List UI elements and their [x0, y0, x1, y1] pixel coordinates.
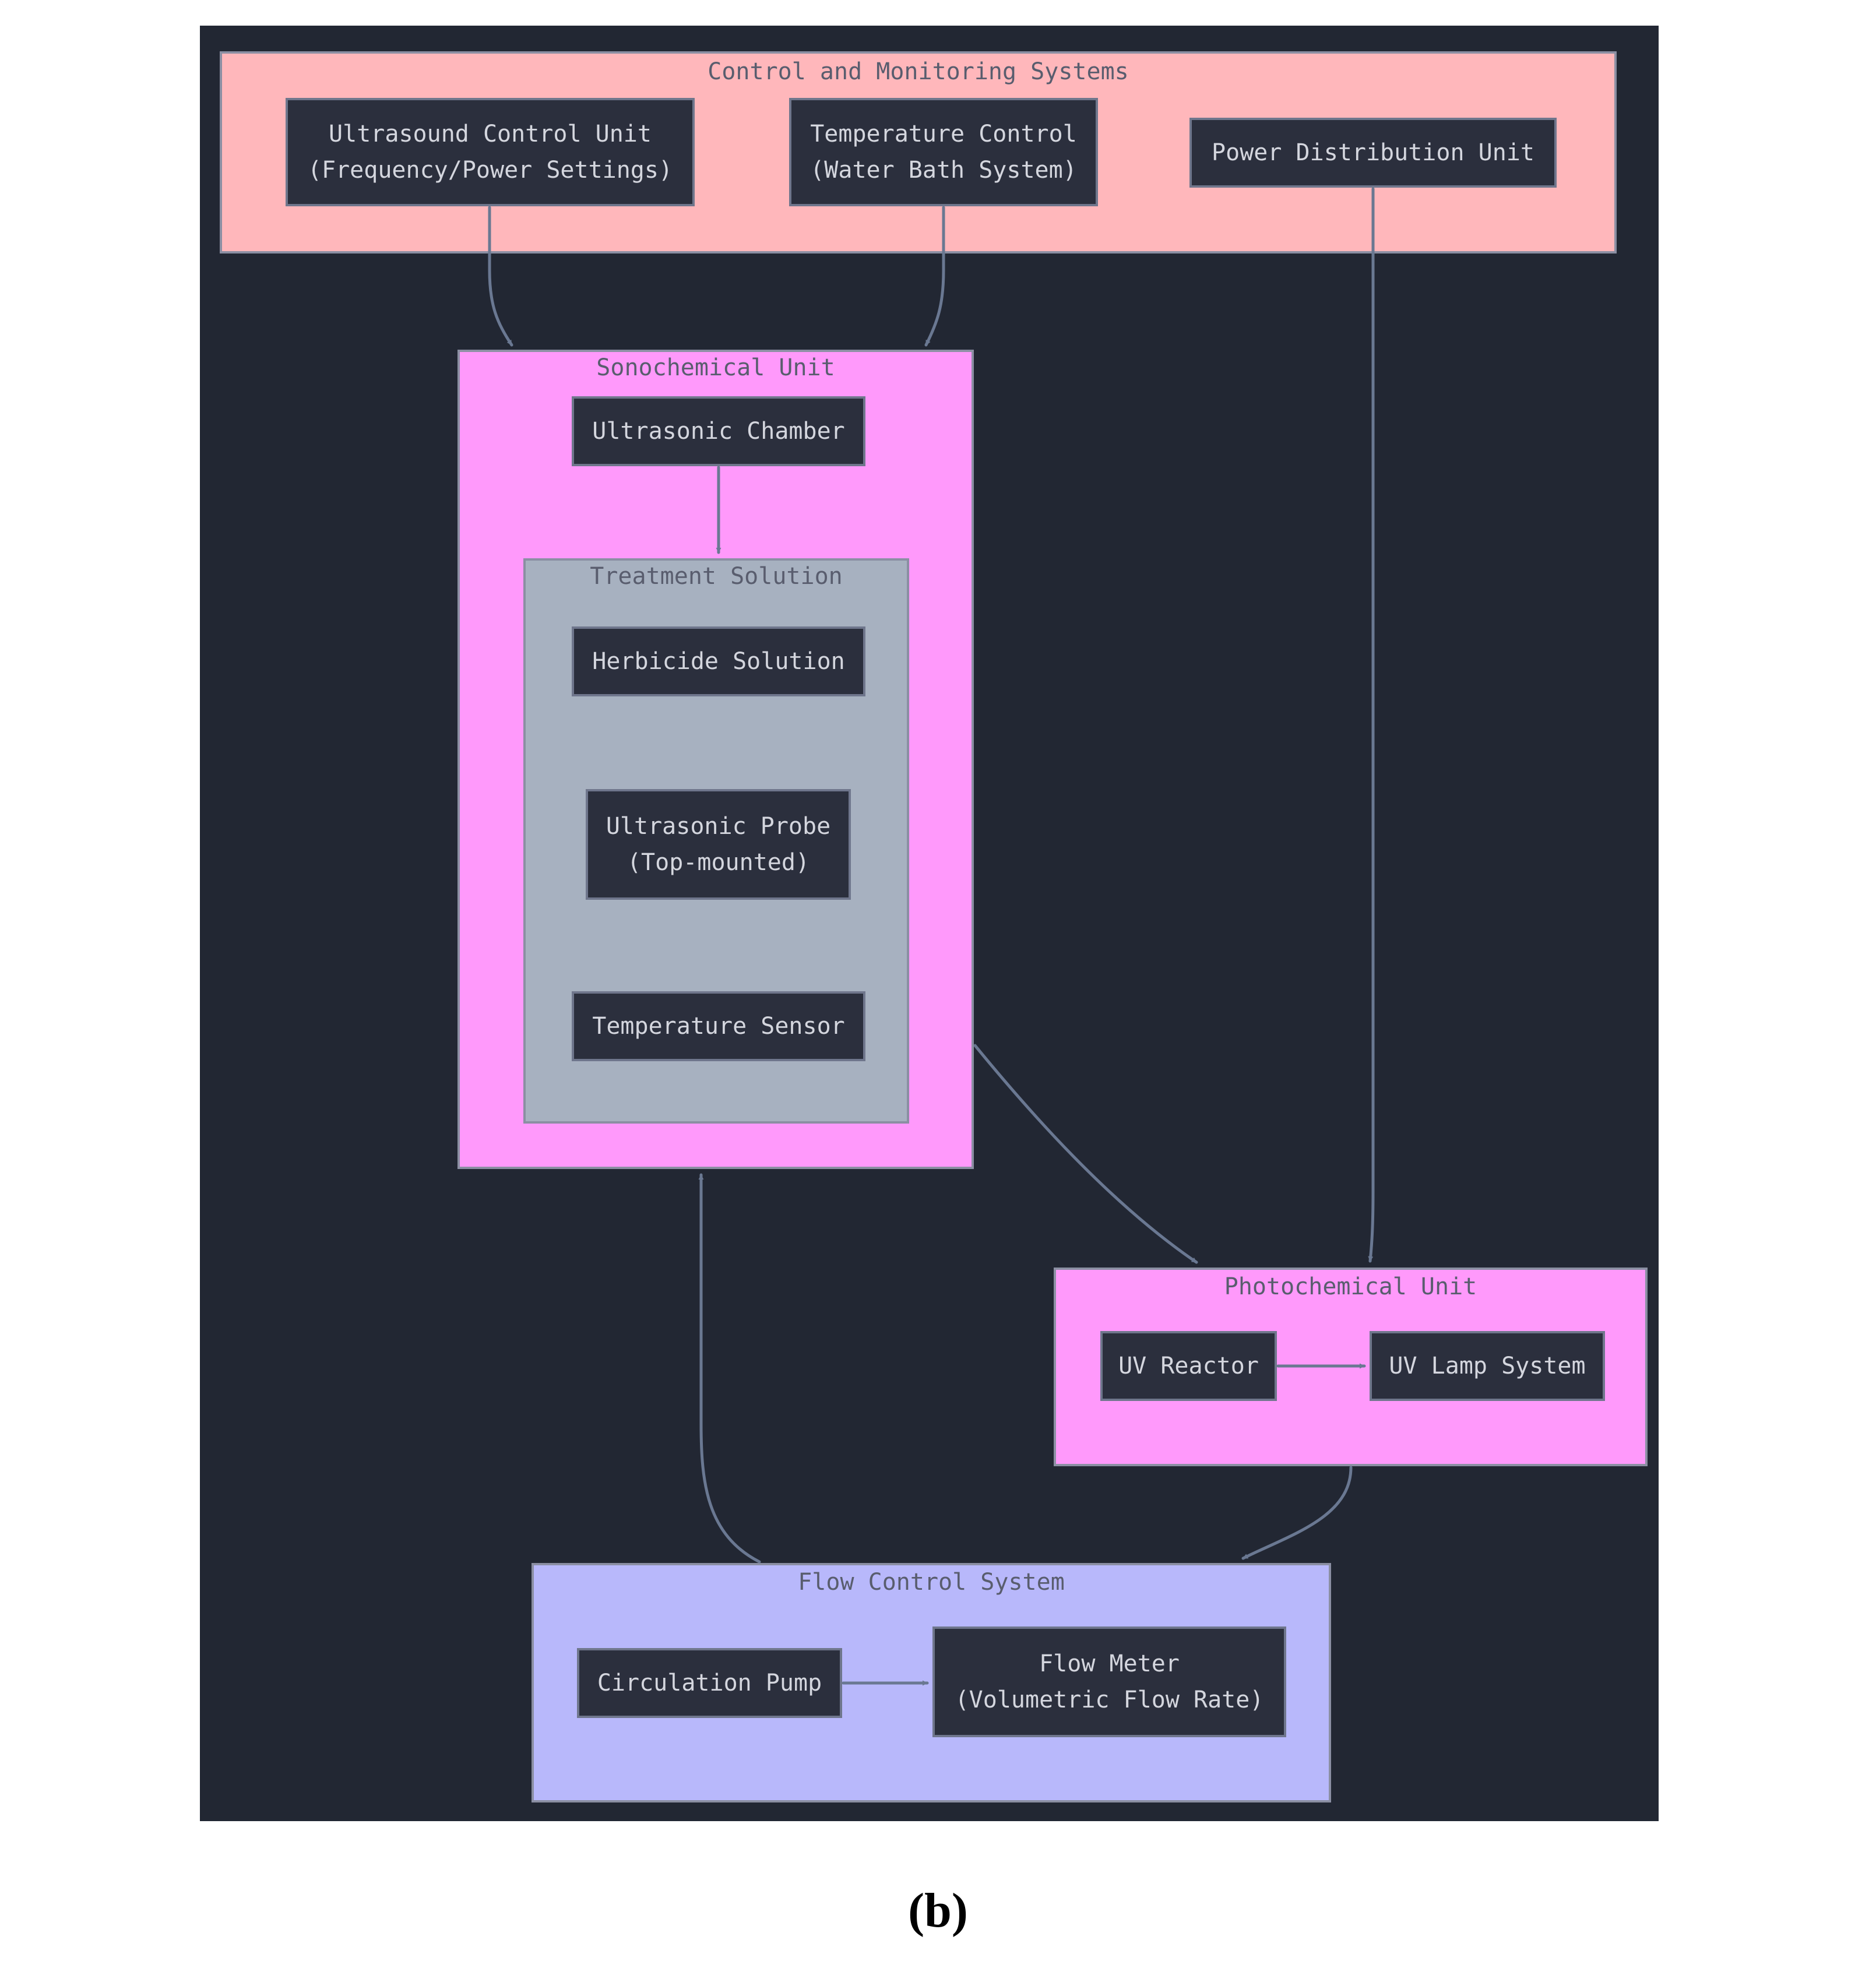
ultrasonic-probe-node[interactable]: Ultrasonic Probe (Top-mounted) [586, 789, 851, 900]
node-sublabel: (Water Bath System) [810, 157, 1077, 184]
uv-lamp-system-node[interactable]: UV Lamp System [1370, 1331, 1605, 1401]
node-label: Power Distribution Unit [1212, 139, 1534, 166]
node-sublabel: (Top-mounted) [626, 849, 810, 876]
herbicide-solution-node[interactable]: Herbicide Solution [572, 626, 865, 696]
uv-reactor-node[interactable]: UV Reactor [1100, 1331, 1277, 1401]
flow-meter-node[interactable]: Flow Meter (Volumetric Flow Rate) [932, 1626, 1286, 1737]
node-label: Flow Meter [1039, 1650, 1180, 1677]
power-distribution-unit-node[interactable]: Power Distribution Unit [1189, 118, 1557, 188]
node-label: Ultrasonic Probe [606, 813, 831, 840]
ultrasound-control-unit-node[interactable]: Ultrasound Control Unit (Frequency/Power… [286, 98, 695, 206]
node-label: Temperature Sensor [592, 1013, 845, 1040]
node-sublabel: (Frequency/Power Settings) [307, 157, 673, 184]
edge-temperature-control-to-sonochemical [924, 206, 945, 347]
node-label: Ultrasound Control Unit [329, 121, 652, 147]
node-label: UV Reactor [1118, 1353, 1259, 1379]
diagram-canvas: Control and Monitoring Systems Sonochemi… [200, 26, 1659, 1821]
node-label: Ultrasonic Chamber [592, 418, 845, 445]
cluster-title: Photochemical Unit [1224, 1273, 1477, 1300]
node-label: Circulation Pump [597, 1670, 822, 1696]
cluster-title: Treatment Solution [590, 563, 843, 590]
edge-power-distribution-to-photochemical [1368, 187, 1375, 1263]
edge-flow-control-to-sonochemical [698, 1173, 761, 1564]
figure-caption: (b) [908, 1883, 968, 1938]
circulation-pump-node[interactable]: Circulation Pump [577, 1648, 842, 1718]
node-sublabel: (Volumetric Flow Rate) [955, 1687, 1264, 1713]
edges-layer [488, 187, 1375, 1686]
temperature-sensor-node[interactable]: Temperature Sensor [572, 991, 865, 1061]
temperature-control-node[interactable]: Temperature Control (Water Bath System) [789, 98, 1098, 206]
cluster-title: Flow Control System [798, 1569, 1065, 1596]
node-label: UV Lamp System [1389, 1353, 1586, 1379]
node-label: Temperature Control [810, 121, 1077, 147]
edge-photochemical-to-flow-control [1241, 1466, 1353, 1560]
ultrasonic-chamber-node[interactable]: Ultrasonic Chamber [572, 396, 865, 466]
cluster-title: Control and Monitoring Systems [708, 58, 1129, 85]
edge-ultrasound-control-to-sonochemical [488, 206, 513, 347]
cluster-title: Sonochemical Unit [596, 354, 835, 381]
edge-sonochemical-to-photochemical [973, 1044, 1198, 1264]
node-label: Herbicide Solution [592, 648, 845, 675]
